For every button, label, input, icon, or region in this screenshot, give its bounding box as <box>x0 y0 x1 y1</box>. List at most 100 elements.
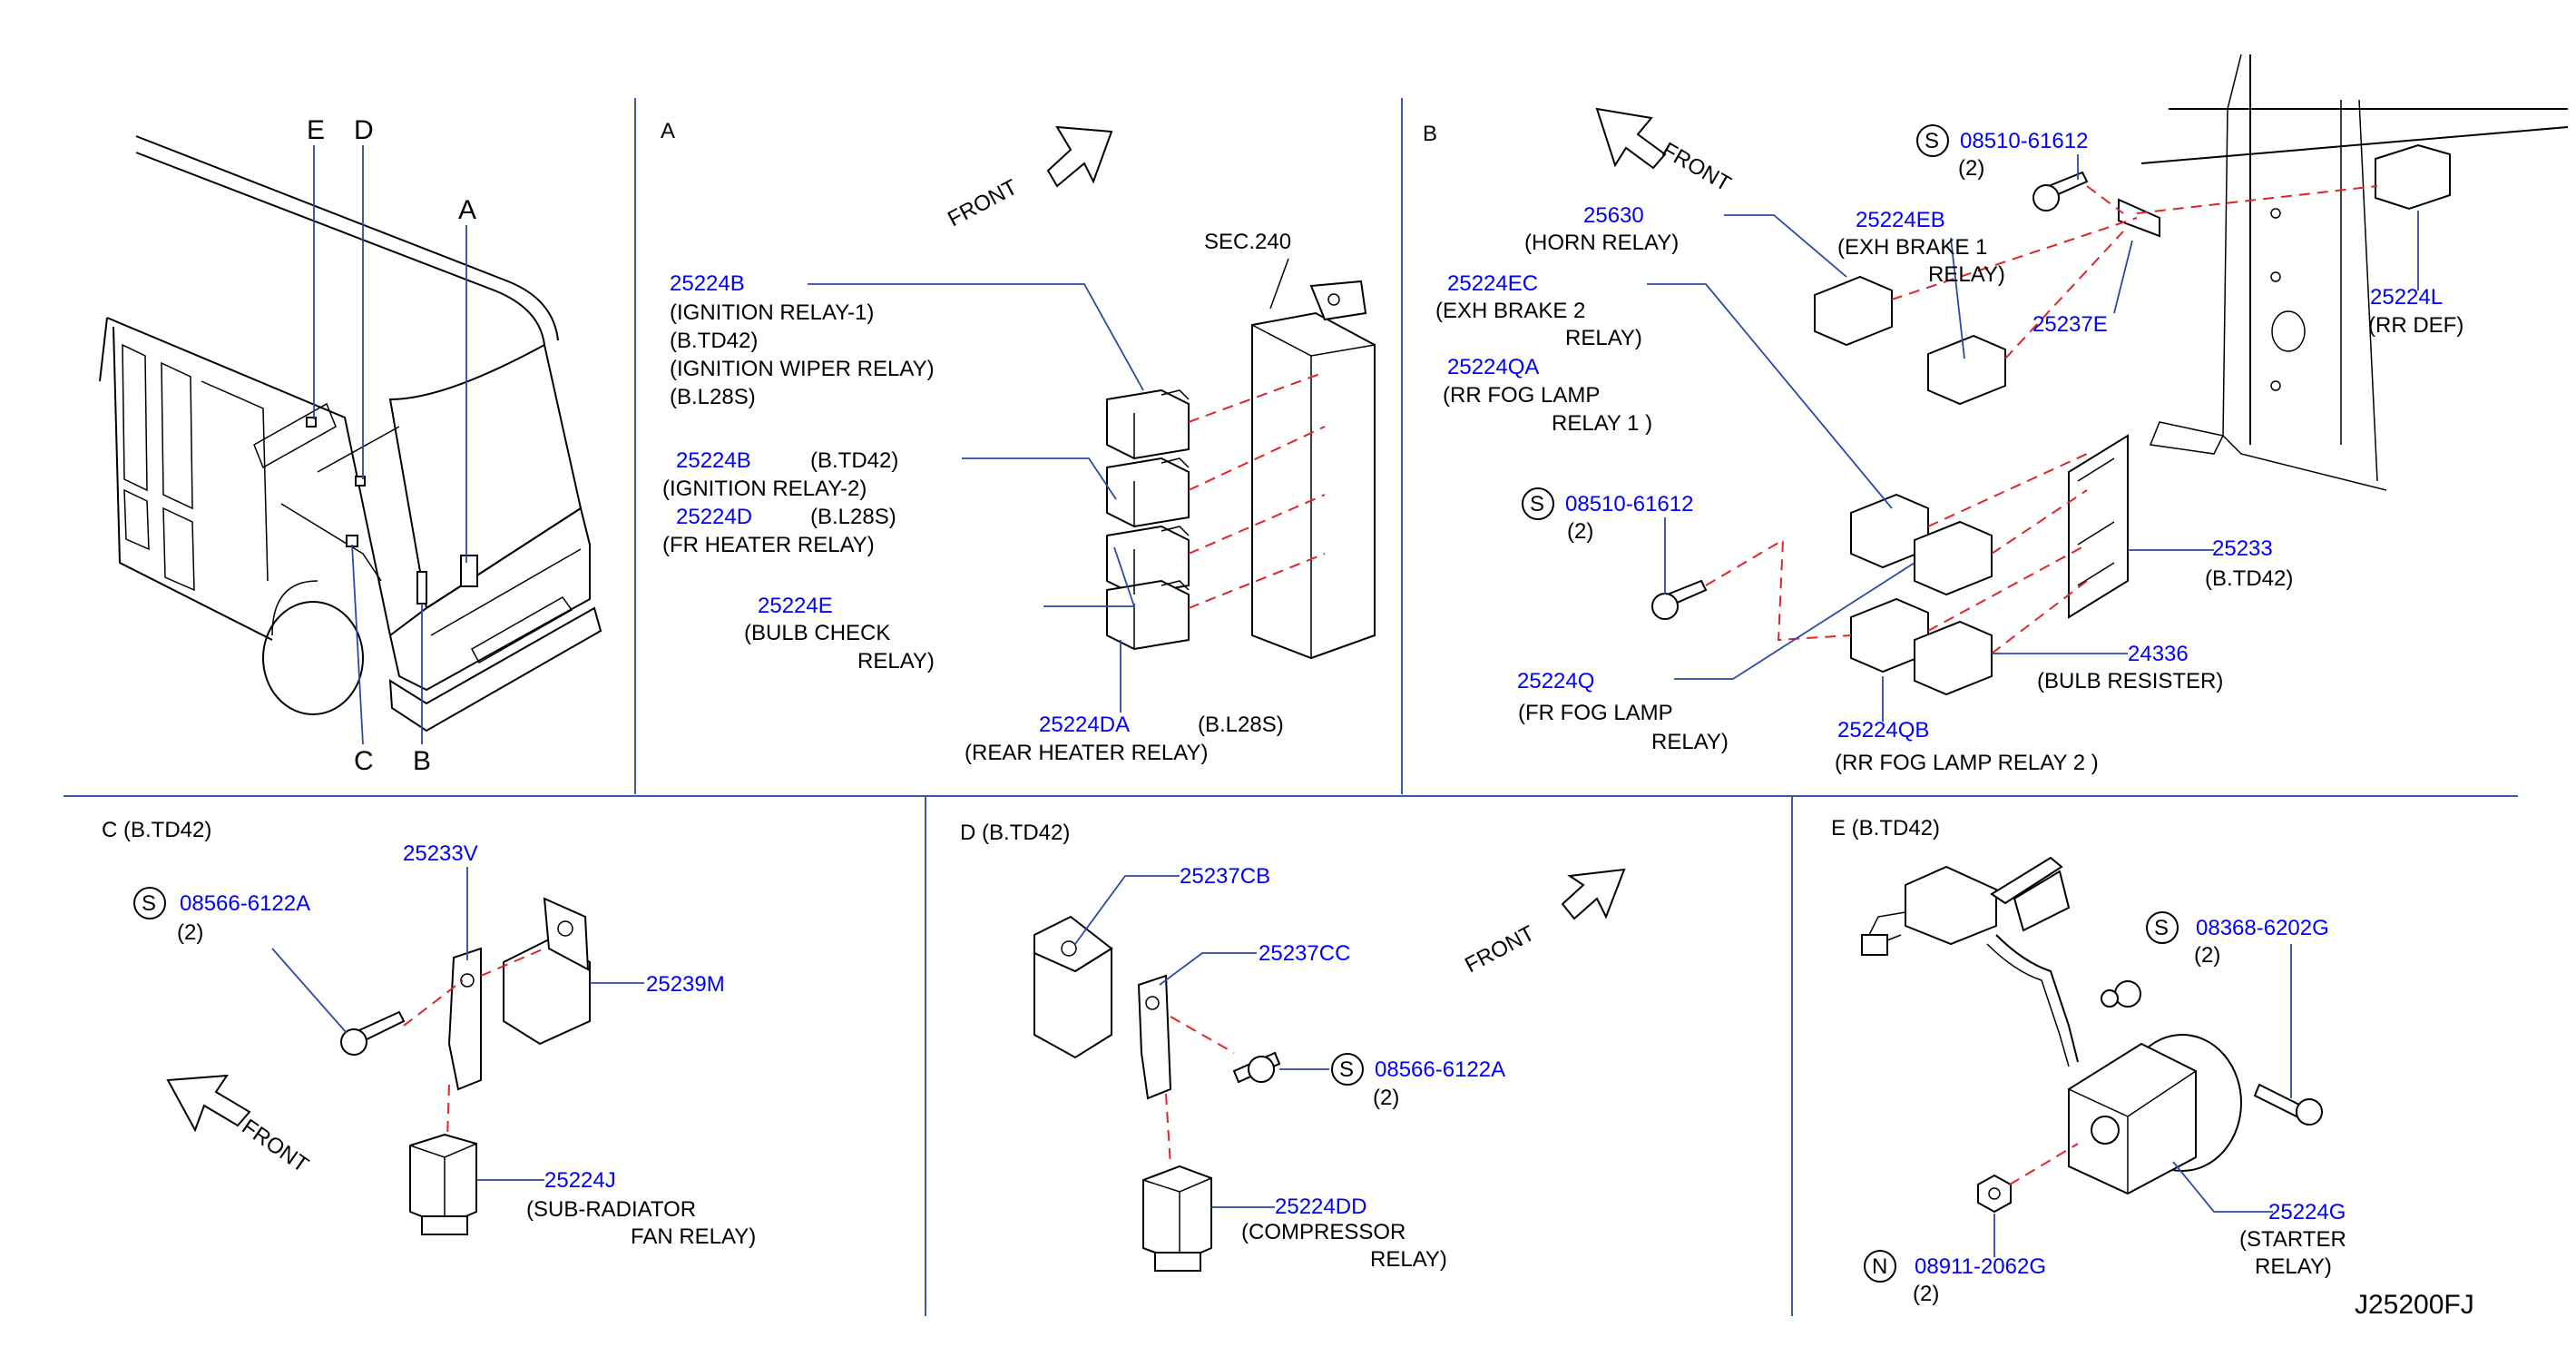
screw1-mark: S <box>1925 129 1939 153</box>
panel-a: A FRONT SEC.240 252 <box>661 119 1376 765</box>
label-25224j: 25224J <box>544 1168 616 1193</box>
overview-label-a: A <box>458 195 476 225</box>
panel-b-front-label: FRONT <box>1658 138 1735 197</box>
diagram-id: J25200FJ <box>2355 1290 2474 1320</box>
label-25224d: 25224D <box>676 505 752 529</box>
label-sub-radiator: (SUB-RADIATOR <box>526 1197 696 1222</box>
label-relay-1: RELAY 1 ) <box>1552 411 1652 436</box>
overview-label-b: B <box>413 746 431 776</box>
label-25224ec: 25224EC <box>1447 271 1538 296</box>
label-fan-relay: FAN RELAY) <box>631 1224 756 1249</box>
label-25224b-2: 25224B <box>676 448 751 473</box>
front-arrow-icon <box>1561 868 1626 920</box>
qty-e-nut: (2) <box>1913 1282 1939 1306</box>
panel-a-title: A <box>661 119 675 143</box>
panel-b: B FRONT S 08510-61612 (2) <box>1423 54 2569 775</box>
screw-s-icon <box>2146 911 2179 944</box>
label-25237cc: 25237CC <box>1259 941 1350 966</box>
label-25630: 25630 <box>1583 203 1644 228</box>
label-25224g: 25224G <box>2268 1200 2346 1224</box>
label-compressor: (COMPRESSOR <box>1241 1220 1406 1244</box>
label-starter: (STARTER <box>2239 1227 2346 1252</box>
label-bl28s-1: (B.L28S) <box>670 385 756 409</box>
label-rear-heater-relay: (REAR HEATER RELAY) <box>965 741 1209 765</box>
screw-s-icon <box>133 887 166 919</box>
panel-dividers <box>64 98 2518 1316</box>
label-25224l: 25224L <box>2370 285 2443 310</box>
c-screw-mark: S <box>142 891 156 916</box>
label-relay-fogfr: RELAY) <box>1651 730 1729 754</box>
label-ignition-relay-2: (IGNITION RELAY-2) <box>662 477 867 501</box>
label-08510-61612-a: 08510-61612 <box>1960 129 2088 153</box>
label-08510-61612-b: 08510-61612 <box>1565 492 1693 516</box>
e-nut-mark: N <box>1872 1254 1887 1279</box>
label-25224e: 25224E <box>758 594 833 618</box>
label-btd42-1: (B.TD42) <box>670 329 758 353</box>
label-relay-e: RELAY) <box>2255 1254 2332 1279</box>
panel-e-title: E (B.TD42) <box>1831 816 1940 841</box>
label-horn-relay: (HORN RELAY) <box>1524 231 1679 255</box>
label-bl28s-3: (B.L28S) <box>1198 713 1284 737</box>
label-25237e: 25237E <box>2032 312 2108 337</box>
panel-c-title: C (B.TD42) <box>102 818 211 842</box>
label-rr-fog-lamp-1: (RR FOG LAMP <box>1443 383 1600 408</box>
label-ignition-relay-1: (IGNITION RELAY-1) <box>670 300 874 325</box>
relay-stack-a <box>1106 388 1190 651</box>
label-rr-def: (RR DEF) <box>2368 313 2463 338</box>
label-fr-heater-relay: (FR HEATER RELAY) <box>662 533 875 557</box>
label-exh-brake-2: (EXH BRAKE 2 <box>1435 299 1585 323</box>
label-bl28s-2: (B.L28S) <box>810 505 896 529</box>
front-arrow-icon <box>1046 125 1113 188</box>
label-25224eb: 25224EB <box>1856 208 1945 232</box>
label-25233: 25233 <box>2212 536 2273 561</box>
overview-label-e: E <box>307 115 325 145</box>
label-25224da: 25224DA <box>1039 713 1130 737</box>
label-24336: 24336 <box>2128 642 2189 666</box>
qty-e-bolt: (2) <box>2194 943 2220 968</box>
label-08911-2062g: 08911-2062G <box>1915 1254 2046 1279</box>
panel-c-front-label: FRONT <box>238 1115 313 1178</box>
label-25224dd: 25224DD <box>1275 1195 1366 1219</box>
panel-c: C (B.TD42) S 08566-6122A (2) FRONT 25233… <box>102 818 756 1249</box>
nut-n-icon <box>1864 1250 1896 1283</box>
screw2-mark: S <box>1530 492 1544 516</box>
e-bolt-mark: S <box>2154 916 2169 940</box>
label-relay-d: RELAY) <box>1370 1247 1447 1272</box>
label-btd42-2: (B.TD42) <box>810 448 898 473</box>
front-arrow-icon <box>1595 107 1667 170</box>
label-25224b-1: 25224B <box>670 271 745 296</box>
label-08566-6122a-c: 08566-6122A <box>180 891 310 916</box>
label-fr-fog-lamp: (FR FOG LAMP <box>1518 701 1673 725</box>
truck-overview: E D A C B <box>99 115 602 776</box>
qty-screw1: (2) <box>1958 156 1984 181</box>
panel-a-front-label: FRONT <box>944 174 1022 231</box>
overview-label-d: D <box>354 115 374 145</box>
label-rr-fog-lamp-2: (RR FOG LAMP RELAY 2 ) <box>1835 751 2099 775</box>
label-25224q: 25224Q <box>1517 669 1594 693</box>
label-relay-a: RELAY) <box>857 649 935 674</box>
screw-s-icon <box>1522 487 1554 520</box>
label-bulb-resister: (BULB RESISTER) <box>2037 669 2223 693</box>
label-btd42-b: (B.TD42) <box>2205 566 2293 591</box>
d-screw-mark: S <box>1339 1057 1354 1082</box>
label-bulb-check: (BULB CHECK <box>744 621 890 645</box>
label-25233v: 25233V <box>403 841 478 866</box>
label-exh-brake-1: (EXH BRAKE 1 <box>1837 235 1987 260</box>
qty-c: (2) <box>177 920 203 945</box>
label-25239m: 25239M <box>646 972 725 997</box>
label-25237cb: 25237CB <box>1180 864 1270 889</box>
label-relay-eb2: RELAY) <box>1565 326 1642 350</box>
screw-s-icon <box>1916 124 1949 157</box>
panel-b-title: B <box>1423 122 1437 146</box>
overview-label-c: C <box>354 746 374 776</box>
panel-a-sec-label: SEC.240 <box>1204 230 1291 254</box>
label-08566-6122a-d: 08566-6122A <box>1375 1057 1505 1082</box>
qty-d: (2) <box>1373 1086 1399 1110</box>
label-25224qa: 25224QA <box>1447 355 1539 379</box>
panel-e: E (B.TD42) S 08368-6202G (2) N 08911-206… <box>1831 816 2346 1306</box>
label-08368-6202g: 08368-6202G <box>2196 916 2329 940</box>
panel-d-front-label: FRONT <box>1461 920 1539 978</box>
panel-d: D (B.TD42) S 08566-6122A (2) FRONT 25237… <box>960 821 1626 1272</box>
